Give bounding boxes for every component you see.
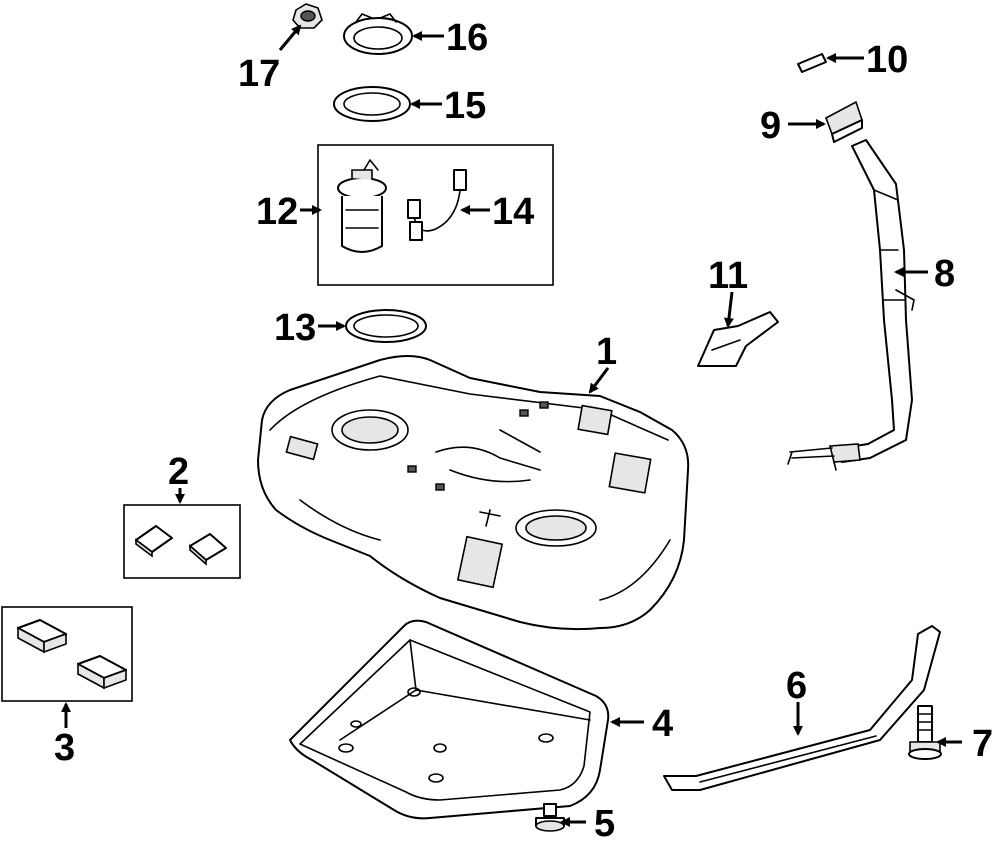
fuel-tank-part-1: [257, 355, 690, 631]
callout-10: 10: [866, 39, 908, 81]
shield-piece-part-11: [697, 311, 779, 367]
callout-12: 12: [256, 191, 298, 233]
seal-ring-part-13: [345, 309, 427, 343]
callout-labels: 1 2 3 4 5 6 7 8 9 10 11 12 13 14 15 16 1…: [54, 17, 993, 845]
callout-8: 8: [934, 253, 955, 295]
callout-11: 11: [708, 255, 748, 297]
callout-17: 17: [238, 53, 280, 95]
callout-9: 9: [760, 105, 781, 147]
callout-5: 5: [594, 803, 615, 845]
callout-14: 14: [492, 191, 534, 233]
lock-ring-part-16: [343, 13, 413, 55]
callout-13: 13: [274, 307, 316, 349]
wire-harness-part-14: [407, 169, 467, 241]
fuel-pump-module: [337, 159, 387, 253]
pads-part-3: [17, 619, 127, 690]
cap-part-10: [797, 53, 827, 73]
callout-7: 7: [972, 723, 993, 765]
pads-box-part-2: [123, 504, 241, 579]
nut-part-17: [292, 3, 323, 29]
filler-pipe-part-8: [787, 139, 915, 471]
heat-shield-part-4: [289, 619, 610, 820]
strap-part-6: [663, 625, 941, 791]
bolt-part-5: [535, 803, 565, 832]
fuel-pump-kit-box: [317, 144, 554, 286]
callout-4: 4: [652, 703, 673, 745]
pads-part-2: [135, 525, 227, 566]
callout-1: 1: [596, 331, 617, 373]
pads-box-part-3: [1, 606, 133, 702]
clip-part-9: [825, 100, 863, 143]
callout-3: 3: [54, 727, 75, 769]
callout-2: 2: [168, 451, 189, 493]
callout-6: 6: [786, 665, 807, 707]
callout-arrows: [61, 24, 962, 827]
gasket-part-15: [333, 86, 411, 122]
callout-15: 15: [444, 85, 486, 127]
callout-16: 16: [446, 17, 488, 59]
bolt-part-7: [908, 705, 942, 760]
